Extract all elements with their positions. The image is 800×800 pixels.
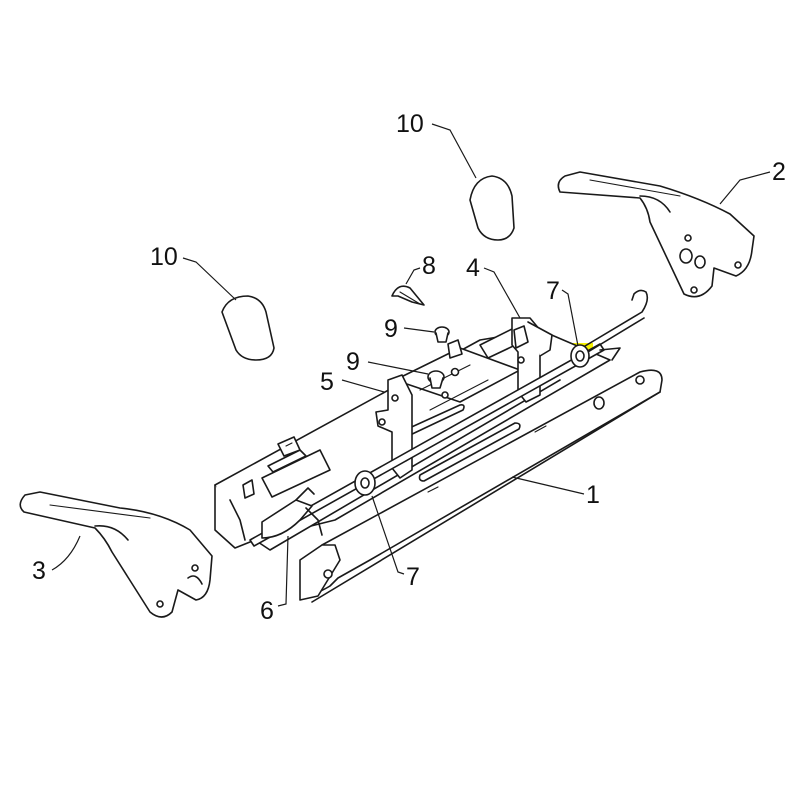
part-4-rear-bracket bbox=[511, 317, 553, 403]
callout-4: 4 bbox=[466, 254, 480, 282]
part-2-handle-right bbox=[557, 171, 755, 298]
part-7-bushing-right bbox=[570, 344, 590, 368]
leader-6 bbox=[277, 535, 289, 607]
part-9-bolt-lower bbox=[427, 370, 445, 389]
weld-nut-tab bbox=[447, 339, 463, 359]
leader-7b bbox=[371, 495, 405, 575]
leader-8 bbox=[405, 267, 421, 285]
callout-2: 2 bbox=[772, 158, 786, 186]
callout-8: 8 bbox=[422, 252, 436, 280]
part-10-knob-left bbox=[221, 295, 275, 361]
callout-7a: 7 bbox=[546, 277, 560, 305]
part-9-bolt-upper bbox=[434, 326, 450, 343]
leader-3 bbox=[51, 535, 81, 571]
leader-7a bbox=[561, 289, 579, 347]
leader-1 bbox=[511, 476, 585, 495]
callout-10b: 10 bbox=[150, 243, 178, 271]
callout-1: 1 bbox=[586, 481, 600, 509]
part-10-knob-right bbox=[469, 175, 515, 241]
part-3-handle-left bbox=[19, 491, 213, 618]
leader-5 bbox=[341, 379, 385, 393]
callout-3: 3 bbox=[32, 557, 46, 585]
leader-9a bbox=[403, 327, 435, 333]
leader-9b bbox=[367, 361, 429, 375]
part-7-bushing-left bbox=[354, 470, 376, 496]
callout-9b: 9 bbox=[346, 348, 360, 376]
part-1-slide-channel bbox=[214, 324, 663, 603]
leader-10b bbox=[182, 257, 237, 301]
callout-5: 5 bbox=[320, 368, 334, 396]
callout-6: 6 bbox=[260, 597, 274, 625]
leader-4 bbox=[483, 267, 521, 319]
callout-10a: 10 bbox=[396, 110, 424, 138]
callout-9a: 9 bbox=[384, 315, 398, 343]
callout-7b: 7 bbox=[406, 563, 420, 591]
leader-2 bbox=[719, 171, 771, 205]
part-8-clip bbox=[391, 285, 425, 306]
leader-10a bbox=[431, 123, 477, 179]
